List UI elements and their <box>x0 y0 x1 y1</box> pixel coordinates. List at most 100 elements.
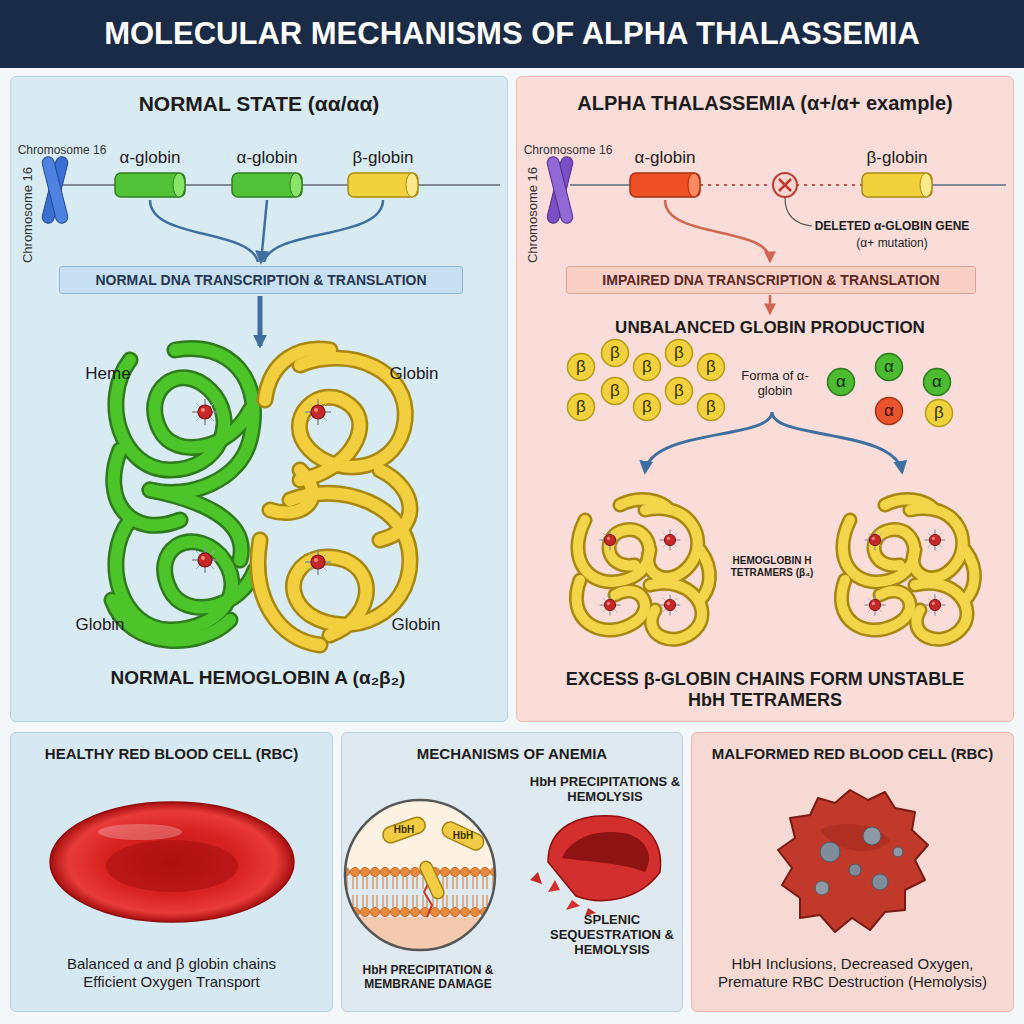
globin-chain: β <box>696 352 726 382</box>
chromosome-icon <box>41 156 69 225</box>
state-panel: ALPHA THALASSEMIA (α+/α+ example) IMPAIRE… <box>516 76 1014 722</box>
outcome-panel: HEALTHY RED BLOOD CELL (RBC) Balanced α a… <box>10 732 333 1012</box>
gene-leader <box>261 200 267 262</box>
globin-chain: β <box>664 376 694 406</box>
leader-line <box>785 198 812 226</box>
heme-icon <box>192 547 218 573</box>
chain-symbol: β <box>934 403 944 423</box>
dna-strand <box>570 184 630 186</box>
state-panel: NORMAL STATE (αα/αα) NORMAL DNA TRANSCRIP… <box>10 76 508 722</box>
panel-body: HbH Inclusions, Decreased Oxygen, Premat… <box>703 955 1003 991</box>
globin-chain: β <box>566 352 596 382</box>
panel-heading: ALPHA THALASSEMIA (α+/α+ example) <box>524 91 1006 115</box>
hbh-rod <box>440 819 487 852</box>
down-arrow <box>769 295 772 313</box>
chain-symbol: β <box>576 397 586 417</box>
chain-circle <box>602 340 629 367</box>
split-arrows <box>645 412 902 472</box>
dna-strand <box>62 184 500 186</box>
globin-chain: β <box>664 338 694 368</box>
chain-symbol: β <box>674 381 684 401</box>
chromosome-icon <box>546 156 574 225</box>
chain-circle <box>634 354 661 381</box>
chain-circle <box>634 394 661 421</box>
chain-circle <box>926 400 953 427</box>
membrane-inset <box>345 800 495 957</box>
beta-gene <box>348 173 418 197</box>
curved-arrow <box>665 200 770 261</box>
healthy-rbc <box>50 802 294 922</box>
panel-heading: NORMAL STATE (αα/αα) <box>18 91 500 116</box>
chain-circle <box>666 340 693 367</box>
chain-symbol: α <box>932 372 942 392</box>
ruptured-rbc <box>530 816 661 916</box>
globin-chain: β <box>632 352 662 382</box>
process-band: NORMAL DNA TRANSCRIPTION & TRANSLATION <box>59 266 463 294</box>
chain-circle <box>698 394 725 421</box>
globin-chain: β <box>924 398 954 428</box>
globin-chain: β <box>600 338 630 368</box>
chain-symbol: β <box>706 397 716 417</box>
dna-strand <box>932 184 1006 186</box>
chain-circle <box>698 354 725 381</box>
chain-circle <box>876 398 903 425</box>
chain-circle <box>876 354 903 381</box>
panel-heading: MECHANISMS OF ANEMIA <box>352 745 672 763</box>
gene-leader <box>150 200 258 262</box>
gene-leader <box>264 200 383 262</box>
globin-chain: α <box>874 396 904 426</box>
globin-chain: α <box>922 367 952 397</box>
panel-body: Balanced α and β globin chains Efficient… <box>47 955 297 991</box>
chain-symbol: β <box>642 357 652 377</box>
panel-heading: MALFORMED RED BLOOD CELL (RBC) <box>698 745 1008 763</box>
chain-symbol: β <box>706 357 716 377</box>
chain-circle <box>924 369 951 396</box>
chain-symbol: β <box>674 343 684 363</box>
deletion-mark <box>773 173 797 197</box>
merge-arrows <box>150 200 383 262</box>
malformed-rbc <box>778 790 928 932</box>
chain-symbol: β <box>576 357 586 377</box>
heme-icon <box>192 399 218 425</box>
heme-icon <box>305 549 331 575</box>
beta-gene <box>862 173 932 197</box>
title-banner: MOLECULAR MECHANISMS OF ALPHA THALASSEMI… <box>0 0 1024 68</box>
chain-circle <box>828 369 855 396</box>
alpha-gene <box>115 173 185 197</box>
band-text: IMPAIRED DNA TRANSCRIPTION & TRANSLATION <box>602 272 939 289</box>
alpha-gene <box>232 173 302 197</box>
outcome-panel: MALFORMED RED BLOOD CELL (RBC) HbH Inclus… <box>691 732 1014 1012</box>
inset-outline <box>345 800 495 950</box>
globin-chain: β <box>696 392 726 422</box>
globin-chain: β <box>632 392 662 422</box>
deleted-segment <box>700 184 862 186</box>
chain-circle <box>602 378 629 405</box>
mechanism-panel: MECHANISMS OF ANEMIA <box>341 732 683 1012</box>
down-arrow <box>258 296 263 346</box>
chain-symbol: β <box>642 397 652 417</box>
chain-symbol: α <box>836 372 846 392</box>
chain-symbol: β <box>610 381 620 401</box>
chain-circle <box>666 378 693 405</box>
globin-chain: β <box>600 376 630 406</box>
panel-heading: HEALTHY RED BLOOD CELL (RBC) <box>17 745 327 763</box>
alpha-gene <box>630 173 700 197</box>
hbh-tetramer <box>841 500 974 640</box>
chain-symbol: α <box>884 357 894 377</box>
heme-icon <box>305 399 331 425</box>
hemoglobin-a <box>112 348 410 645</box>
globin-chain: α <box>826 367 856 397</box>
globin-chain: α <box>874 352 904 382</box>
chain-symbol: α <box>884 401 894 421</box>
hbh-rod <box>381 815 428 845</box>
process-band: IMPAIRED DNA TRANSCRIPTION & TRANSLATION <box>566 266 976 294</box>
band-text: NORMAL DNA TRANSCRIPTION & TRANSLATION <box>95 272 426 289</box>
hbh-rod <box>418 859 446 900</box>
chain-circle <box>568 394 595 421</box>
globin-chain: β <box>566 392 596 422</box>
hbh-tetramer <box>576 500 709 640</box>
diagram-title: MOLECULAR MECHANISMS OF ALPHA THALASSEMI… <box>104 16 920 52</box>
chain-symbol: β <box>610 343 620 363</box>
